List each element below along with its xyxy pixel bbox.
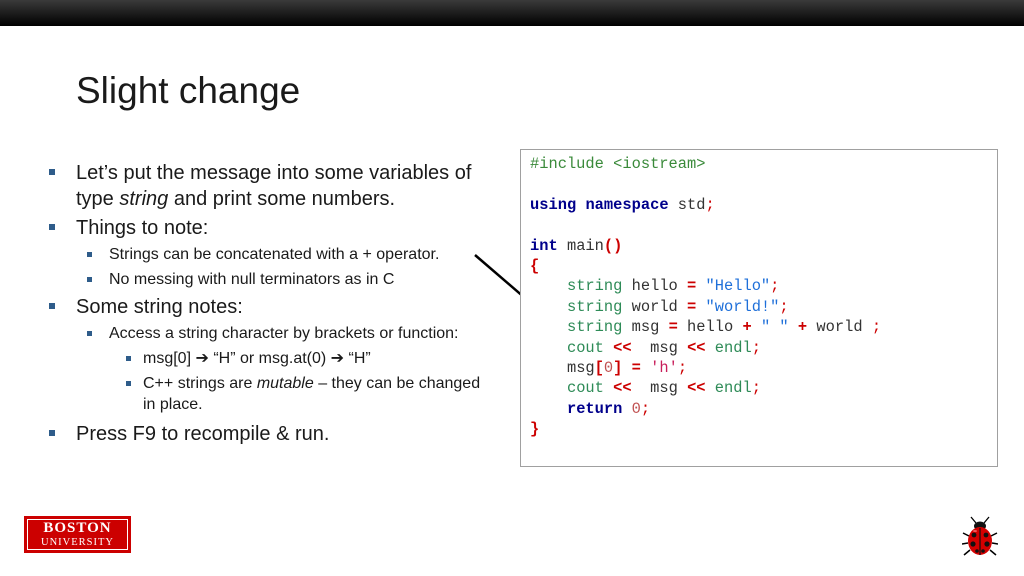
sub-bullet-null-terminators: No messing with null terminators as in C: [46, 269, 486, 290]
code-identifier: msg: [622, 318, 669, 337]
code-operator: =: [687, 297, 697, 316]
code-stream: endl: [705, 379, 752, 398]
code-string: "Hello": [696, 277, 771, 296]
code-operator: =: [668, 318, 678, 337]
code-operator: <<: [613, 379, 632, 398]
code-number: 0: [622, 399, 641, 418]
code-operator: +: [742, 318, 752, 337]
code-stream: cout: [566, 379, 604, 398]
code-punct: (): [603, 236, 623, 255]
bullet-text: msg[0]: [143, 350, 196, 367]
code-punct: ]: [613, 359, 623, 378]
university-logo: BOSTON UNIVERSITY: [24, 516, 131, 553]
code-block: #include <iostream> using namespace std;…: [530, 154, 997, 440]
bullet-press-f9: Press F9 to recompile & run.: [46, 421, 486, 447]
arrow-right-icon: ➔: [330, 350, 345, 367]
code-char: 'h': [640, 359, 678, 378]
code-operator: <<: [687, 338, 706, 357]
ladybug-icon: [962, 516, 998, 556]
code-include: #include <iostream>: [530, 155, 706, 173]
code-type: string: [566, 318, 623, 337]
code-punct: ;: [751, 338, 761, 357]
sub-bullet-access: Access a string character by brackets or…: [46, 323, 486, 344]
code-identifier: hello: [677, 318, 743, 337]
sub-sub-bullet-mutable: C++ strings are mutable – they can be ch…: [46, 373, 486, 415]
code-punct: ;: [751, 379, 761, 398]
top-bar: [0, 0, 1024, 26]
bullet-list: Let’s put the message into some variable…: [46, 160, 486, 450]
bullet-things-to-note: Things to note:: [46, 215, 486, 241]
code-identifier: world: [807, 318, 872, 337]
code-identifier: hello: [622, 277, 688, 296]
code-identifier: msg: [631, 338, 688, 357]
bullet-emphasis: mutable: [256, 375, 314, 392]
code-panel: #include <iostream> using namespace std;…: [520, 149, 998, 467]
code-operator: =: [687, 277, 697, 296]
code-punct: }: [530, 420, 540, 439]
bullet-text: Let’s put the message into some variable…: [76, 162, 472, 210]
code-punct: ;: [640, 399, 651, 418]
code-keyword: return: [566, 399, 623, 418]
code-operator: +: [797, 318, 808, 337]
code-keyword: int: [530, 236, 558, 255]
bullet-text: and print some numbers.: [168, 188, 396, 210]
bullet-variables: Let’s put the message into some variable…: [46, 160, 486, 212]
code-punct: [: [594, 359, 604, 378]
code-identifier: msg: [566, 359, 595, 378]
logo-line-1: BOSTON: [43, 519, 112, 536]
arrow-right-icon: ➔: [195, 350, 209, 367]
bullet-string-notes: Some string notes:: [46, 294, 486, 320]
code-identifier: std: [668, 195, 706, 214]
code-stream: endl: [705, 338, 752, 357]
code-keyword: using: [530, 195, 577, 214]
code-type: string: [566, 277, 623, 296]
code-identifier: world: [622, 297, 688, 316]
code-operator: =: [631, 359, 641, 378]
sub-bullet-concat: Strings can be concatenated with a + ope…: [46, 244, 486, 265]
code-identifier: main: [557, 236, 604, 255]
bullet-text: “H” or msg.at(0): [208, 350, 331, 367]
code-punct: ;: [871, 318, 882, 337]
code-type: string: [566, 297, 623, 316]
code-operator: <<: [613, 338, 632, 357]
bullet-text: C++ strings are: [143, 375, 257, 392]
code-punct: ;: [770, 277, 780, 296]
bullet-text: – they can be changed in place.: [143, 375, 481, 413]
sub-sub-bullet-index: msg[0] ➔ “H” or msg.at(0) ➔ “H”: [46, 348, 486, 369]
bullet-emphasis: string: [119, 188, 169, 210]
code-string: " ": [751, 318, 798, 337]
logo-line-2: UNIVERSITY: [41, 536, 114, 548]
code-punct: ;: [677, 359, 688, 378]
code-string: "world!": [696, 297, 780, 316]
code-punct: ;: [705, 195, 715, 214]
code-punct: ;: [779, 297, 789, 316]
code-keyword: namespace: [585, 195, 669, 214]
bullet-text: “H”: [344, 350, 371, 367]
slide-title: Slight change: [76, 70, 301, 111]
code-stream: cout: [566, 338, 604, 357]
code-operator: <<: [687, 379, 706, 398]
code-number: 0: [603, 359, 614, 378]
code-identifier: msg: [631, 379, 688, 398]
code-punct: {: [530, 257, 540, 276]
